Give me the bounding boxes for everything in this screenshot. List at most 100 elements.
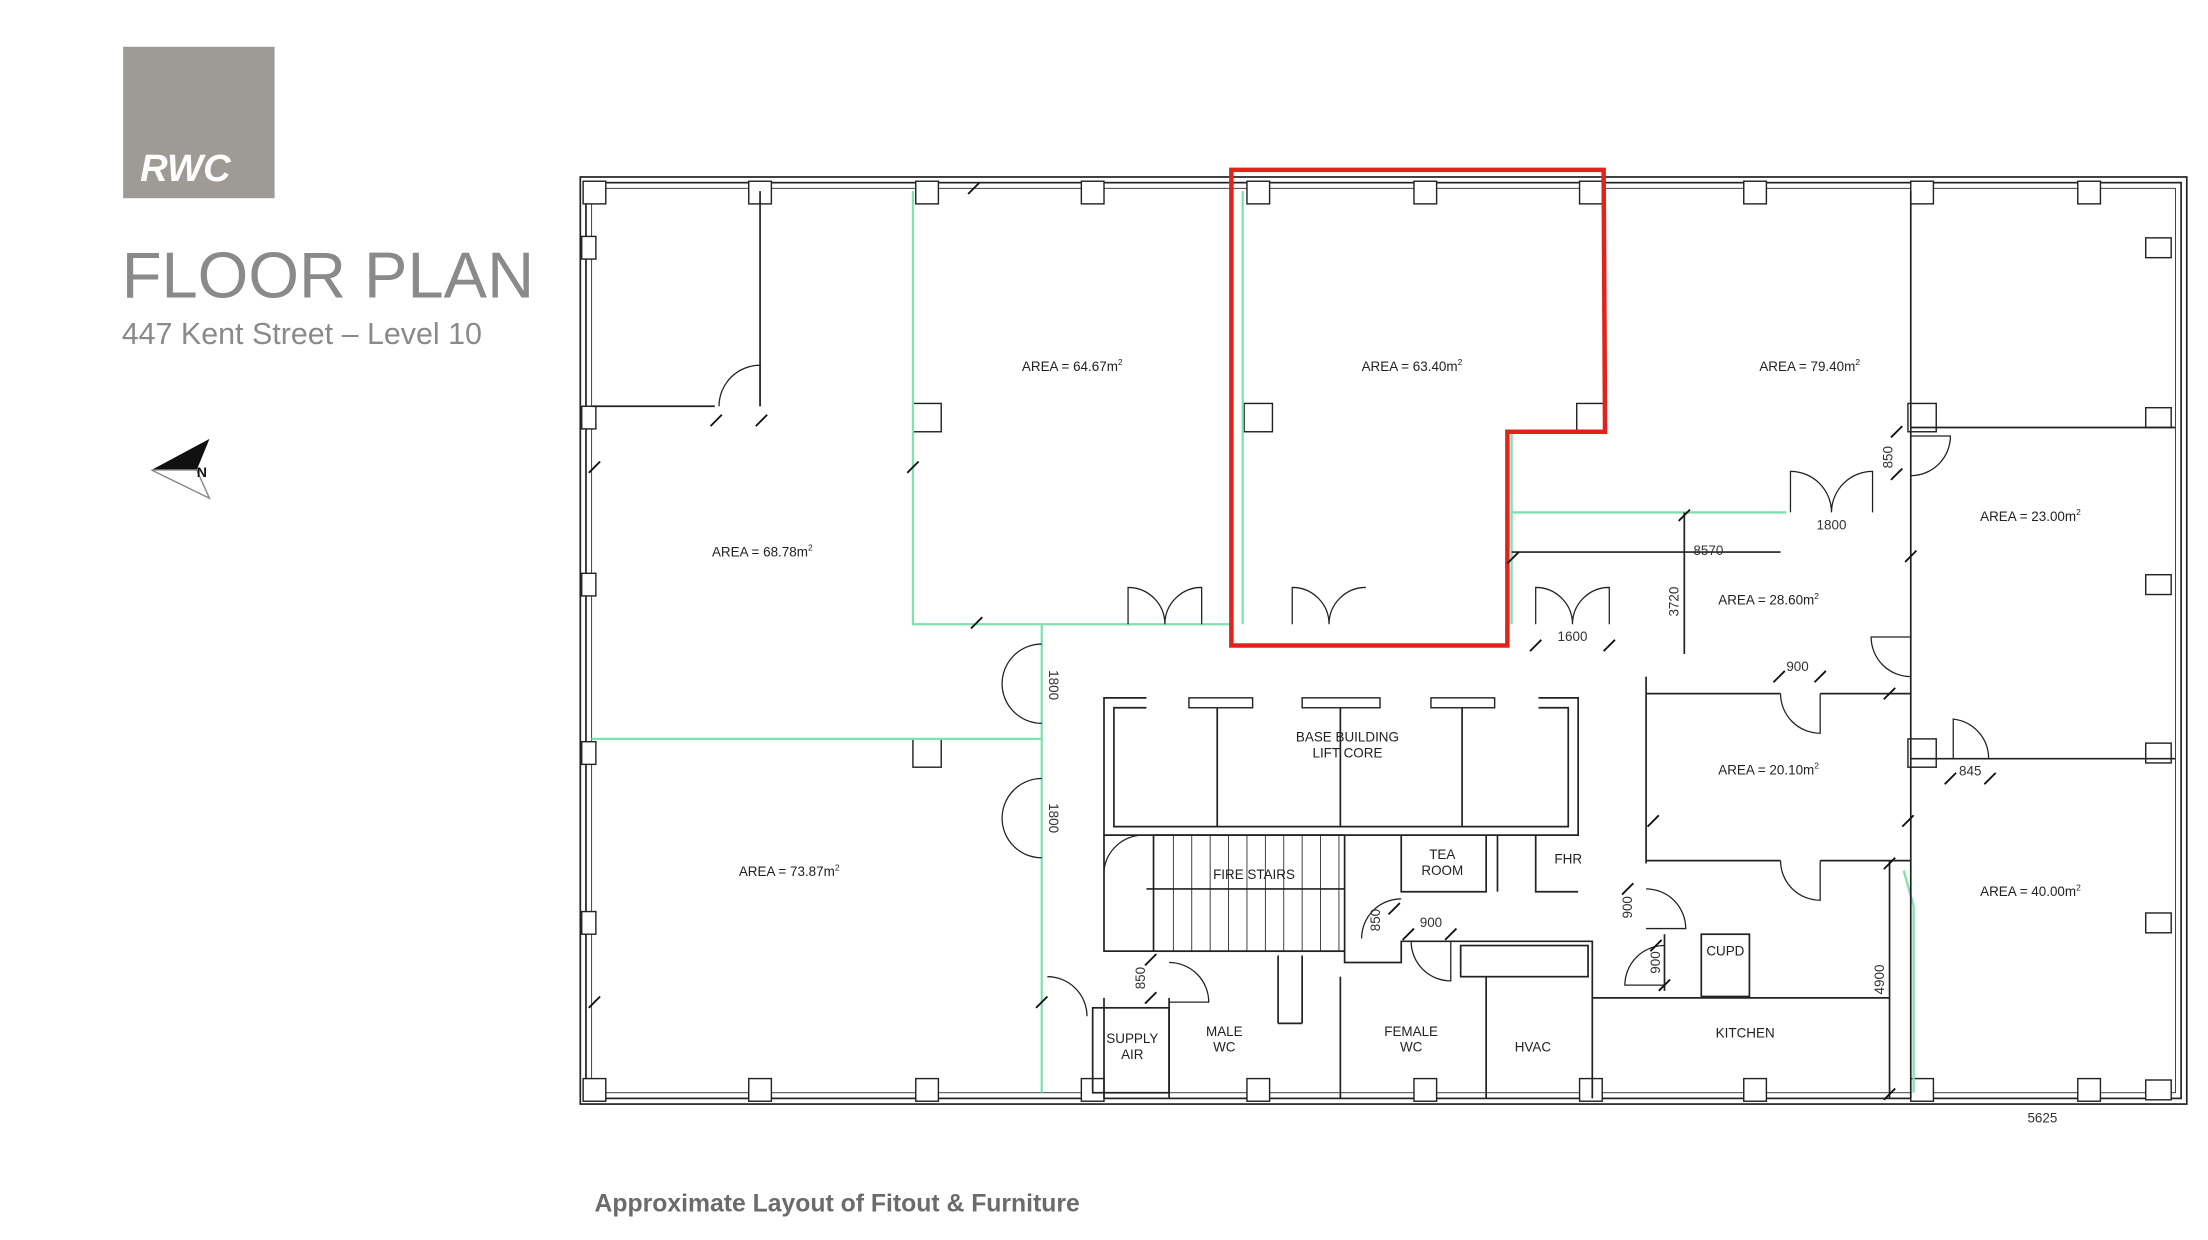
dimension-tick — [967, 181, 981, 195]
fhr-label: FHR — [1554, 851, 1582, 866]
dimension-tick — [1035, 995, 1049, 1009]
male-wc-label: MALE — [1206, 1024, 1243, 1039]
room-area-label: AREA = 23.00m2 — [1980, 507, 2081, 524]
tea-room-label: ROOM — [1421, 863, 1463, 878]
supply-air-label: AIR — [1121, 1047, 1144, 1062]
dimension-ticks — [588, 181, 1997, 1101]
dimension-label: 4900 — [1872, 965, 1887, 995]
column — [1413, 1077, 1438, 1102]
column — [1578, 180, 1603, 205]
male-wc-label: WC — [1213, 1040, 1236, 1055]
partitions — [591, 191, 1915, 1093]
column — [2145, 742, 2172, 764]
column — [2145, 237, 2172, 259]
dimension-labels: 850 1800 8570 3720 1600 900 845 900 850 … — [1046, 446, 2058, 1125]
dimension-label: 900 — [1620, 896, 1635, 918]
dimension-tick — [1772, 670, 1786, 683]
dimension-tick — [1883, 687, 1896, 700]
column — [582, 180, 607, 205]
dimension-tick — [1944, 772, 1957, 785]
column — [915, 180, 940, 205]
column — [1907, 738, 1937, 768]
female-wc-label: WC — [1400, 1040, 1423, 1055]
column — [582, 1077, 607, 1102]
dimension-label: 1800 — [1046, 670, 1061, 700]
column — [748, 1077, 773, 1102]
column — [2145, 406, 2172, 429]
room-labels: AREA = 64.67m2 AREA = 63.40m2 AREA = 79.… — [712, 357, 2081, 899]
column — [1413, 180, 1438, 205]
dimension-label: 8570 — [1693, 543, 1723, 558]
room-area-label: AREA = 68.78m2 — [712, 543, 813, 560]
column — [1578, 1077, 1603, 1102]
dimension-tick — [1529, 639, 1543, 652]
caption: Approximate Layout of Fitout & Furniture — [594, 1191, 1079, 1218]
dimension-tick — [1401, 927, 1415, 941]
dimension-tick — [1677, 508, 1691, 522]
column — [912, 738, 942, 768]
column — [2077, 1077, 2102, 1102]
column — [1910, 180, 1935, 205]
dimension-label: 845 — [1959, 764, 1981, 779]
dimension-label: 3720 — [1667, 587, 1682, 617]
supply-air-label: SUPPLY — [1106, 1031, 1158, 1046]
column — [2145, 574, 2172, 596]
dimension-tick — [1883, 857, 1896, 870]
columns — [581, 180, 2172, 1102]
room-area-label: AREA = 73.87m2 — [739, 863, 840, 880]
dimension-label: 1600 — [1558, 629, 1588, 644]
dimension-tick — [1904, 549, 1918, 563]
dimension-tick — [588, 995, 601, 1009]
dimension-tick — [1506, 551, 1520, 565]
building-outline — [579, 176, 2188, 1105]
cupboard-label: CUPD — [1706, 943, 1744, 958]
page-title: FLOOR PLAN — [122, 238, 534, 311]
dimension-tick — [1602, 639, 1616, 652]
dimension-label: 5625 — [2027, 1110, 2057, 1125]
column — [1243, 402, 1274, 433]
dimension-tick — [1646, 814, 1660, 828]
lift-core-label: LIFT CORE — [1312, 745, 1382, 760]
column — [1743, 180, 1768, 205]
dimension-label: 900 — [1786, 659, 1808, 674]
logo-text: RWC — [140, 147, 232, 190]
room-area-label: AREA = 20.10m2 — [1718, 761, 1819, 778]
dimension-tick — [1144, 953, 1158, 967]
column — [1576, 402, 1606, 433]
column — [581, 405, 597, 430]
column — [2077, 180, 2102, 205]
dimension-tick — [906, 460, 920, 474]
column — [1080, 180, 1105, 205]
interior-walls — [591, 191, 2176, 1099]
lift-core-label: BASE BUILDING — [1296, 730, 1399, 745]
room-area-label: AREA = 79.40m2 — [1759, 357, 1860, 374]
column — [581, 741, 597, 766]
room-area-label: AREA = 63.40m2 — [1362, 357, 1463, 374]
dimension-tick — [1983, 772, 1997, 785]
fire-stairs-label: FIRE STAIRS — [1213, 867, 1295, 882]
dimension-tick — [1883, 1087, 1896, 1101]
dimension-tick — [1444, 927, 1458, 941]
dimension-label: 1800 — [1046, 803, 1061, 833]
dimension-tick — [1144, 991, 1158, 1005]
column — [581, 235, 597, 260]
tea-room-label: TEA — [1429, 847, 1455, 862]
selected-tenancy-highlight[interactable] — [1229, 167, 1608, 648]
column — [915, 1077, 940, 1102]
room-area-label: AREA = 64.67m2 — [1022, 357, 1123, 374]
dimension-tick — [1813, 670, 1827, 683]
dimension-tick — [1658, 978, 1671, 992]
dimension-label: 850 — [1368, 909, 1383, 931]
column — [1743, 1077, 1768, 1102]
room-area-label: AREA = 40.00m2 — [1980, 882, 2081, 899]
dimension-tick — [755, 414, 768, 427]
dimension-label: 1800 — [1817, 517, 1847, 532]
dimension-tick — [1890, 425, 1903, 439]
female-wc-label: FEMALE — [1384, 1024, 1438, 1039]
hvac-label: HVAC — [1515, 1040, 1552, 1055]
dimension-label: 850 — [1133, 967, 1148, 989]
dimension-tick — [588, 460, 601, 474]
column — [1246, 180, 1271, 205]
svg-text:N: N — [197, 464, 207, 480]
